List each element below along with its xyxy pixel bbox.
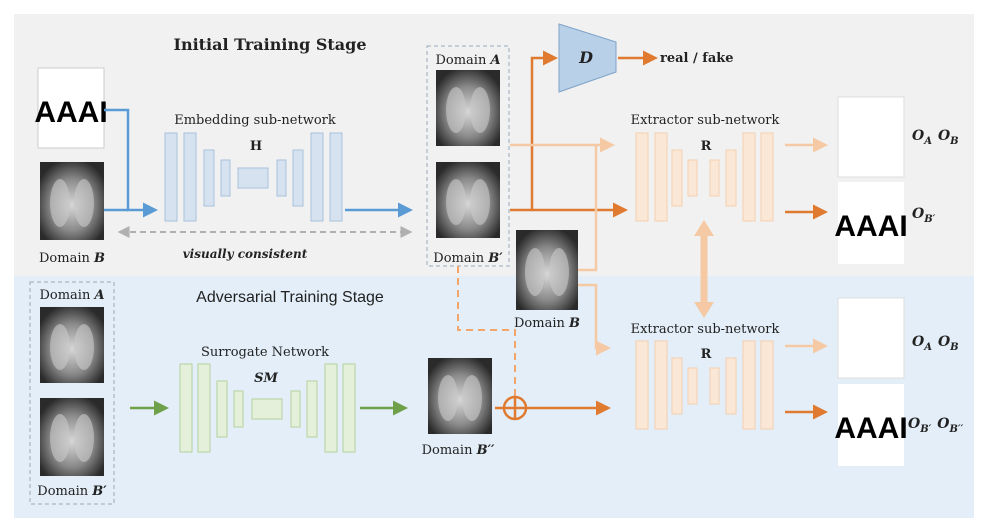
arrow-domain-b-up: [578, 145, 598, 272]
extractor-symbol-bottom: R: [701, 347, 712, 362]
domain-bdprime-label: Domain B′′: [422, 443, 495, 458]
embedding-network-label: Embedding sub-network: [174, 113, 336, 128]
extractor-label-top: Extractor sub-network: [631, 113, 780, 128]
embedding-network-symbol: H: [250, 139, 262, 154]
shared-weights-arrowhead-down: [694, 302, 714, 318]
shared-weights-arrowhead-up: [694, 220, 714, 236]
extractor-symbol-top: R: [701, 139, 712, 154]
xray-image-domain-a-top: [436, 70, 500, 146]
domain-a-bprime-group: [426, 45, 510, 267]
extractor-label-bottom: Extractor sub-network: [631, 322, 780, 337]
surrogate-network: [179, 363, 356, 453]
xray-image-domain-b-center: [516, 230, 578, 310]
domain-a-bprime-group-bottom: [29, 281, 115, 505]
extractor-network-bottom: [635, 340, 774, 430]
domain-bprime-label-bottom: Domain B′: [37, 484, 107, 499]
watermark-text: AAAI: [34, 96, 107, 129]
surrogate-network-symbol: SM: [254, 371, 278, 386]
output-watermark-text-top: AAAI: [834, 210, 907, 243]
domain-b-host-label: Domain B: [39, 251, 105, 266]
surrogate-network-label: Surrogate Network: [201, 345, 329, 360]
output-empty-top: [837, 96, 905, 178]
domain-bprime-label-top: Domain B′: [433, 251, 503, 266]
initial-stage-title: Initial Training Stage: [173, 35, 366, 54]
visually-consistent-label: visually consistent: [183, 247, 308, 261]
arrow-watermark-to-embedding: [104, 108, 158, 218]
extractor-network-top: [635, 132, 774, 222]
domain-b-center-label: Domain B: [514, 316, 580, 331]
xray-image-domain-b-host: [40, 162, 104, 240]
discriminator-symbol: D: [578, 48, 593, 67]
xray-image-domain-a-bottom: [40, 307, 104, 383]
output-label-obprime-top: OB′: [912, 206, 936, 225]
output-label-obprime-obdprime-bottom: OB′OB′′: [908, 416, 964, 435]
adversarial-stage-background: [14, 276, 974, 518]
xray-image-domain-bdprime: [428, 358, 492, 434]
domain-a-label-top: Domain A: [435, 53, 500, 68]
output-empty-bottom: [837, 297, 905, 379]
xray-image-domain-bprime-top: [436, 162, 500, 238]
real-fake-label: real / fake: [660, 51, 734, 66]
output-watermark-text-bottom: AAAI: [834, 412, 907, 445]
domain-a-label-bottom: Domain A: [39, 288, 104, 303]
discriminator-block: [558, 23, 617, 93]
output-watermark-top: [838, 182, 904, 264]
combine-operator-icon: [502, 395, 528, 421]
watermark-image: AAAI: [34, 67, 108, 149]
arrow-domain-b-down: [578, 283, 611, 356]
adversarial-stage-title: Adversarial Training Stage: [196, 289, 384, 306]
embedding-network: [164, 132, 343, 222]
xray-image-domain-bprime-bottom: [40, 398, 104, 476]
arrow-to-discriminator: [510, 50, 558, 212]
output-watermark-bottom: [838, 384, 904, 466]
